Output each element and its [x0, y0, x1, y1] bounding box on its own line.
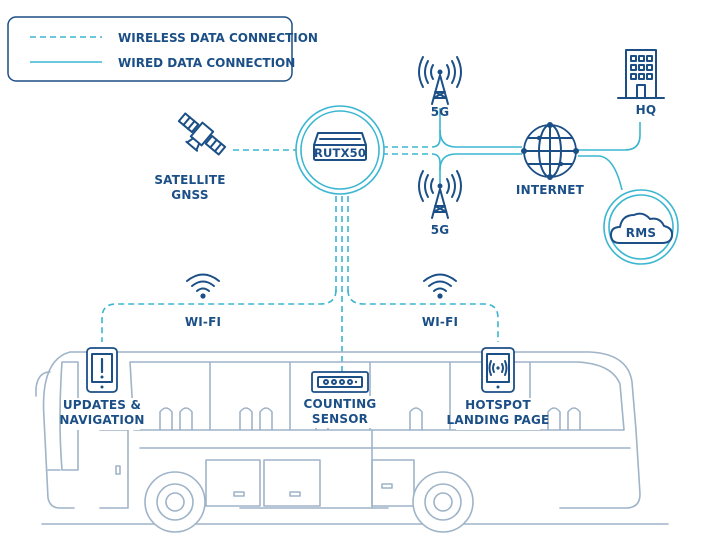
- hotspot-label-bg: [456, 398, 540, 430]
- link-wifi-updates: [101, 289, 337, 342]
- satellite-label-line1: SATELLITE: [154, 173, 225, 187]
- router-icon: [313, 132, 367, 161]
- link-wifi-hotspot: [347, 289, 499, 342]
- updates-label-bg: [70, 398, 140, 430]
- wifi-icon: [423, 273, 457, 299]
- updates-label-line2: NAVIGATION: [59, 413, 144, 427]
- legend: WIRELESS DATA CONNECTION WIRED DATA CONN…: [7, 16, 318, 82]
- building-icon: [617, 49, 665, 99]
- tower-bottom-label: 5G: [431, 223, 450, 237]
- link-hub-tower-top: [431, 108, 441, 148]
- link-hub-tower-bottom: [431, 153, 441, 185]
- satellite-label-line2: GNSS: [171, 188, 208, 202]
- tower-top-label: 5G: [431, 105, 450, 119]
- cell-tower-icon: [418, 56, 462, 105]
- router-label: RUTX50: [314, 146, 366, 160]
- globe-icon: [521, 122, 579, 180]
- bus-wheel-rear: [412, 471, 474, 533]
- link-tower-bottom-internet: [439, 153, 522, 171]
- counting-label-line2: SENSOR: [312, 412, 368, 426]
- router-node: RUTX50: [295, 105, 385, 195]
- updates-label-line1: UPDATES &: [63, 398, 141, 412]
- bus-wheel-front: [144, 471, 206, 533]
- counting-label-bg: [304, 396, 378, 428]
- hotspot-label-line2: LANDING PAGE: [447, 413, 550, 427]
- connection-lines: [101, 108, 641, 372]
- bus-mirror: [35, 371, 51, 397]
- rms-node: RMS: [603, 189, 679, 265]
- link-internet-rms: [578, 155, 623, 191]
- legend-wired-label: WIRED DATA CONNECTION: [118, 56, 295, 70]
- wifi-right-label: WI-FI: [422, 315, 458, 329]
- legend-box: [7, 16, 293, 82]
- wifi-icon: [186, 273, 220, 299]
- hotspot-label-line1: HOTSPOT: [465, 398, 531, 412]
- hq-label: HQ: [636, 103, 657, 117]
- rms-label: RMS: [626, 226, 656, 240]
- wifi-left-label: WI-FI: [185, 315, 221, 329]
- bus-illustration: [35, 351, 669, 533]
- cloud-icon: [610, 212, 674, 244]
- counting-label-line1: COUNTING: [304, 397, 377, 411]
- router-ring-inner: [300, 110, 380, 190]
- bus-body: [42, 351, 641, 509]
- cell-tower-icon: [418, 170, 462, 219]
- tablet-hotspot-icon: [481, 347, 515, 393]
- bus-windows: [129, 361, 625, 431]
- link-internet-hq: [578, 122, 641, 151]
- counting-sensor-icon: [311, 371, 369, 393]
- legend-wireless-label: WIRELESS DATA CONNECTION: [118, 31, 318, 45]
- internet-label: INTERNET: [516, 183, 585, 197]
- tablet-alert-icon: [86, 347, 118, 393]
- link-tower-top-internet: [439, 129, 522, 148]
- satellite-icon: [177, 112, 227, 156]
